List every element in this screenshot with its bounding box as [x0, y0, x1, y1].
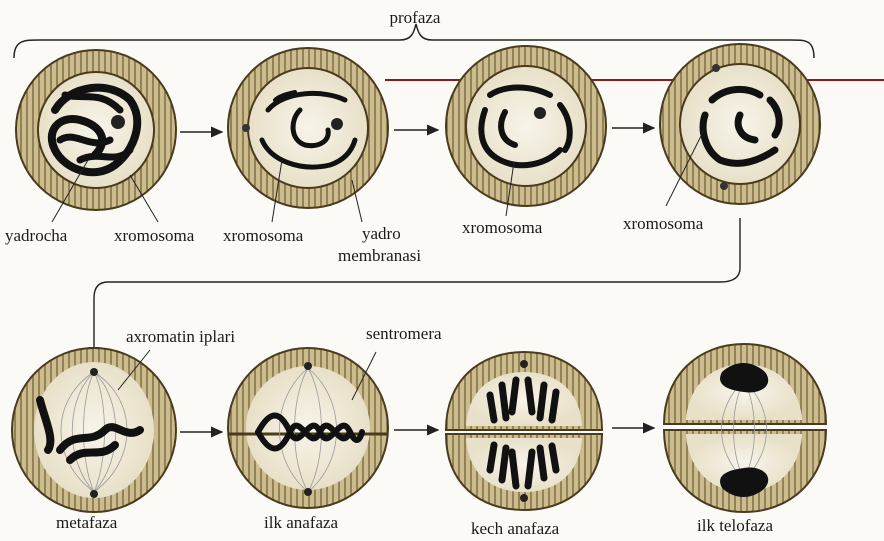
cell-metaphase [12, 348, 176, 512]
stage-ilk-telofaza: ilk telofaza [697, 516, 773, 535]
profaza-title: profaza [375, 8, 455, 27]
label-yadro-membranasi-line1: yadro [362, 224, 401, 243]
cell-prophase-2 [228, 48, 388, 208]
label-yadro-membranasi-line2: membranasi [338, 246, 421, 265]
profaza-brace [14, 24, 814, 58]
stage-kech-anafaza: kech anafaza [471, 519, 559, 538]
stage-metafaza: metafaza [56, 513, 117, 532]
label-xromosoma-3: xromosoma [462, 218, 542, 237]
cell-prophase-3 [446, 46, 606, 206]
label-xromosoma-4: xromosoma [623, 214, 703, 233]
label-axromatin-iplari: axromatin iplari [126, 327, 235, 346]
cell-early-telophase [664, 344, 826, 512]
stage-ilk-anafaza: ilk anafaza [264, 513, 338, 532]
cell-early-anaphase [228, 348, 388, 508]
cell-late-anaphase [446, 352, 602, 510]
label-xromosoma-1: xromosoma [114, 226, 194, 245]
label-xromosoma-2: xromosoma [223, 226, 303, 245]
label-yadrocha: yadrocha [5, 226, 67, 245]
cell-prophase-4 [660, 44, 820, 204]
label-sentromera: sentromera [366, 324, 442, 343]
cell-prophase-1 [16, 50, 176, 210]
